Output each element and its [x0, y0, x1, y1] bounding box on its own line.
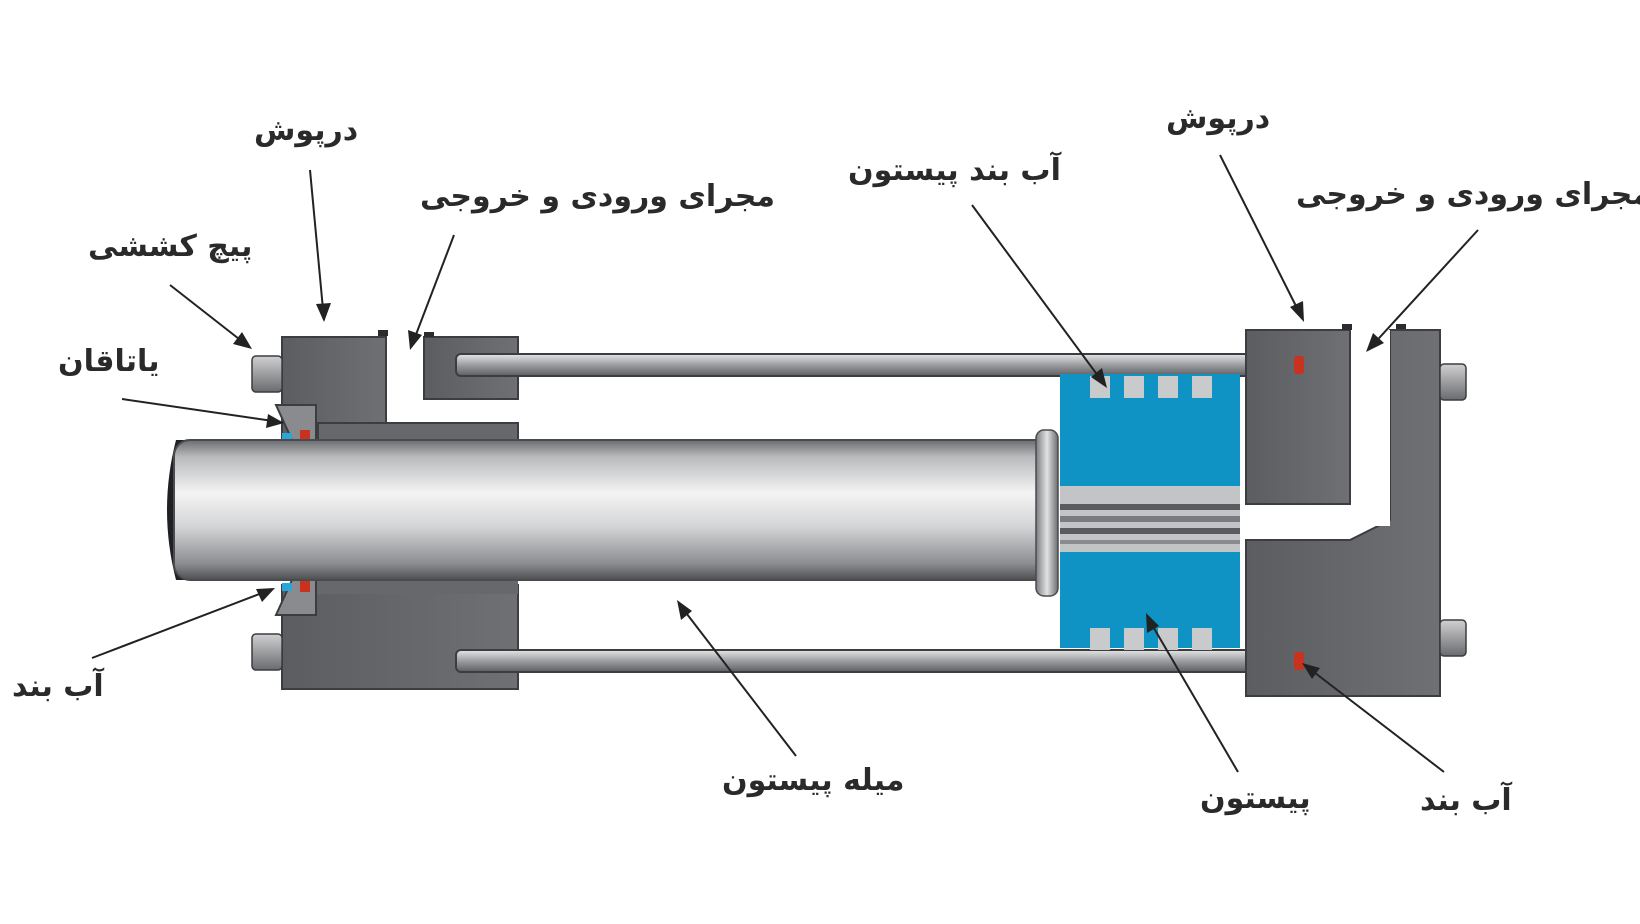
label-seal-left: آب بند — [12, 669, 104, 704]
left-seal-bottom-red — [300, 580, 310, 592]
right-end-cap — [1245, 324, 1441, 697]
left-port-marker — [378, 330, 388, 336]
arrow-seal-right — [1305, 665, 1445, 773]
piston-bore-stripe — [1060, 540, 1240, 544]
piston-seal-top — [1158, 376, 1178, 398]
right-tie-rod-bolts — [1439, 363, 1467, 657]
piston-body-top — [1060, 374, 1240, 486]
tie-rod-lower — [455, 649, 1303, 673]
arrow-port-right — [1369, 229, 1479, 349]
piston-seal-top — [1192, 376, 1212, 398]
right-seal-top-red — [1294, 356, 1304, 374]
left-cap-neck-bottom — [300, 580, 518, 594]
label-bearing: یاتاقان — [58, 344, 160, 379]
arrow-port-left — [411, 234, 455, 346]
left-seal-top-blue — [282, 433, 292, 443]
arrowhead — [266, 414, 284, 428]
arrow-bearing — [121, 398, 281, 423]
arrow-piston-seal — [971, 204, 1105, 385]
tie-rod-bolt — [251, 633, 283, 671]
left-cap-lower-block — [281, 584, 519, 690]
label-cap-left: درپوش — [254, 113, 359, 148]
arrow-piston-rod — [679, 604, 797, 757]
arrowhead — [1366, 333, 1384, 352]
piston-seal-bottom — [1090, 628, 1110, 650]
arrowhead — [1146, 613, 1159, 633]
label-tie-rod: پیچ کششی — [88, 229, 253, 264]
arrowhead — [316, 303, 331, 322]
tie-rod-bolt — [1439, 363, 1467, 401]
left-seal-bottom-blue — [282, 583, 292, 591]
left-port-marker-2 — [424, 332, 434, 337]
right-port-marker-2 — [1396, 324, 1406, 329]
rod-body — [173, 439, 1053, 581]
arrow-cap-left — [309, 169, 325, 321]
left-tie-rod-bolts — [251, 355, 283, 671]
arrowhead — [1302, 663, 1320, 679]
arrow-seal-left — [91, 589, 271, 659]
arrowhead — [408, 330, 422, 350]
piston-body-bottom — [1060, 552, 1240, 648]
arrow-cap-right — [1219, 154, 1303, 319]
arrowhead — [233, 332, 252, 349]
label-piston-seal: آب بند پیستون — [848, 153, 1061, 188]
left-seal-top-red — [300, 430, 310, 444]
label-seal-right: آب بند — [1420, 783, 1512, 818]
right-seal-bottom-red — [1294, 652, 1304, 670]
label-port-left: مجرای ورودی و خروجی — [420, 179, 775, 214]
tie-rod-upper — [455, 353, 1303, 377]
piston-bore-stripe — [1060, 528, 1240, 534]
tie-rod-bolt — [1439, 619, 1467, 657]
arrow-tie-rod — [169, 284, 249, 347]
arrow-piston — [1147, 617, 1239, 773]
tie-rod-bolt — [251, 355, 283, 393]
piston-rod — [167, 429, 1059, 597]
arrowhead — [256, 588, 275, 602]
piston-seal-top — [1124, 376, 1144, 398]
label-piston-rod: میله پیستون — [722, 763, 905, 798]
label-port-right: مجرای ورودی و خروجی — [1296, 177, 1640, 212]
label-cap-right: درپوش — [1166, 101, 1271, 136]
arrowhead — [1091, 368, 1107, 388]
piston-bore-stripe — [1060, 504, 1240, 510]
piston-seal-bottom — [1192, 628, 1212, 650]
piston-bore-stripe — [1060, 516, 1240, 522]
label-piston: پیستون — [1200, 781, 1311, 816]
rod-collar — [1035, 429, 1059, 597]
right-port-marker — [1342, 324, 1352, 330]
arrowhead — [1290, 301, 1304, 322]
right-port-channel — [1270, 330, 1390, 526]
leader-arrows — [91, 154, 1479, 773]
piston-seal-bottom — [1124, 628, 1144, 650]
piston — [1060, 374, 1240, 650]
arrowhead — [677, 600, 692, 620]
